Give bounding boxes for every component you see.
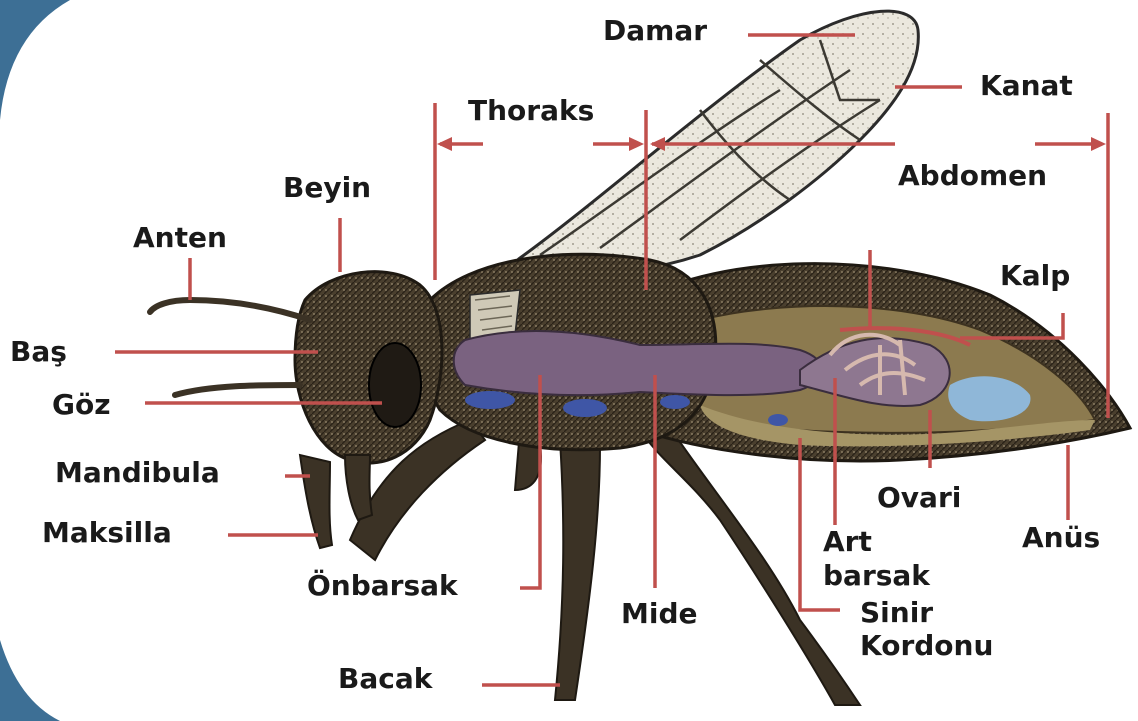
label-ovari: Ovari [877, 482, 961, 514]
label-sinir-kordonu-line2: Kordonu [860, 630, 993, 662]
label-abdomen: Abdomen [898, 160, 1047, 192]
label-mide: Mide [595, 588, 713, 638]
label-thoraks: Thoraks [468, 95, 594, 127]
label-art-barsak-line2: barsak [823, 560, 930, 592]
wing [520, 11, 918, 272]
label-kalp: Kalp [1000, 260, 1070, 292]
label-maksilla: Maksilla [42, 517, 172, 549]
label-art-barsak-line1: Art [823, 526, 872, 558]
label-mandibula: Mandibula [55, 457, 220, 489]
label-anus: Anüs [1022, 522, 1100, 554]
label-kanat: Kanat [980, 70, 1073, 102]
head-body [295, 272, 442, 548]
label-onbarsak: Önbarsak [307, 570, 458, 602]
label-anten: Anten [133, 222, 227, 254]
label-bas: Baş [10, 336, 67, 368]
label-bacak: Bacak [338, 663, 432, 695]
label-goz: Göz [52, 389, 111, 421]
label-sinir-kordonu-line1: Sinir [860, 597, 933, 629]
label-beyin: Beyin [283, 172, 371, 204]
label-damar: Damar [603, 15, 707, 47]
antenna [150, 300, 310, 395]
